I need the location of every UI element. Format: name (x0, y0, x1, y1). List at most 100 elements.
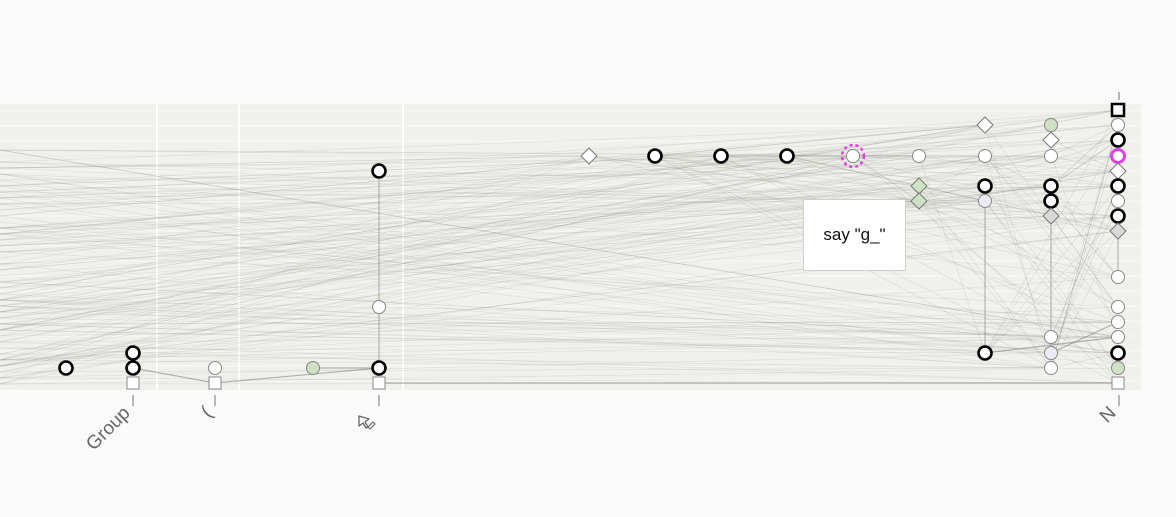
node-tooltip: say "g_" (803, 199, 906, 271)
node-circle[interactable] (1044, 149, 1058, 163)
trace-edge (0, 155, 1052, 229)
trace-edge (0, 323, 986, 354)
trace-edge (0, 299, 1052, 369)
cursor-edit-icon (358, 415, 376, 430)
node-circle[interactable] (647, 148, 663, 164)
trace-edge (0, 341, 1119, 384)
node-circle[interactable] (977, 345, 993, 361)
trace-edge (1050, 124, 1119, 187)
trace-edge (0, 321, 1119, 325)
trace-edge (0, 139, 1052, 229)
node-highlighted[interactable] (1110, 148, 1126, 164)
node-circle[interactable] (1110, 178, 1126, 194)
trace-edge (0, 124, 986, 187)
node-circle[interactable] (1111, 270, 1125, 284)
trace-edge (0, 155, 854, 169)
node-square[interactable] (1111, 376, 1125, 390)
node-circle[interactable] (1044, 330, 1058, 344)
trace-edge (0, 124, 986, 211)
trace-edge (1050, 124, 1119, 187)
node-circle[interactable] (125, 360, 141, 376)
node-circle[interactable] (978, 149, 992, 163)
trace-edge (0, 200, 920, 367)
trace-edge (654, 124, 986, 157)
node-circle[interactable] (371, 360, 387, 376)
node-circle[interactable] (125, 345, 141, 361)
trace-edge (0, 155, 1119, 199)
trace-edge (720, 139, 1052, 157)
trace-edge (0, 155, 986, 343)
trace-edge (0, 155, 722, 187)
trace-edge (0, 359, 1052, 369)
trace-edge (786, 155, 1119, 278)
node-circle[interactable] (1044, 118, 1058, 132)
node-circle[interactable] (371, 163, 387, 179)
node-circle[interactable] (846, 149, 860, 163)
node-diamond[interactable] (1042, 207, 1060, 225)
node-circle[interactable] (977, 178, 993, 194)
node-circle[interactable] (1043, 193, 1059, 209)
node-circle[interactable] (1111, 315, 1125, 329)
trace-edge (0, 200, 920, 241)
node-circle[interactable] (1111, 194, 1125, 208)
trace-edge (1050, 185, 1119, 338)
trace-edge (0, 185, 1119, 283)
node-diamond[interactable] (1042, 131, 1060, 149)
trace-edge (0, 155, 854, 271)
trace-edge (0, 185, 1119, 354)
node-diamond[interactable] (910, 192, 928, 210)
trace-edge (654, 155, 920, 202)
trace-edge (0, 233, 1119, 323)
node-circle[interactable] (713, 148, 729, 164)
trace-edge (0, 276, 1119, 361)
node-circle[interactable] (208, 361, 222, 375)
trace-edge (0, 155, 722, 187)
node-circle[interactable] (306, 361, 320, 375)
node-circle[interactable] (1044, 346, 1058, 360)
trace-edge (1050, 185, 1119, 354)
trace-edge (0, 185, 1119, 199)
node-circle[interactable] (1044, 361, 1058, 375)
node-square[interactable] (126, 376, 140, 390)
node-square[interactable] (208, 376, 222, 390)
trace-edge (0, 191, 1119, 369)
node-diamond[interactable] (976, 116, 994, 134)
node-circle[interactable] (1111, 361, 1125, 375)
node-circle[interactable] (1110, 345, 1126, 361)
node-circle[interactable] (1110, 208, 1126, 224)
node-circle[interactable] (978, 194, 992, 208)
node-circle[interactable] (1111, 118, 1125, 132)
trace-edge (0, 329, 1052, 354)
trace-edge (1050, 185, 1119, 338)
trace-edge (588, 155, 1052, 187)
trace-edge (0, 124, 1119, 235)
trace-edge (0, 149, 1119, 338)
node-circle[interactable] (372, 300, 386, 314)
trace-edge (0, 203, 1119, 354)
node-square[interactable] (1110, 102, 1126, 118)
node-square[interactable] (372, 376, 386, 390)
node-circle[interactable] (1111, 300, 1125, 314)
trace-edge (0, 173, 1052, 338)
trace-edge (0, 124, 1052, 235)
trace-edge (0, 185, 986, 247)
trace-edge (0, 221, 1119, 338)
trace-edge (0, 124, 986, 385)
trace-edge (0, 149, 1119, 338)
node-circle[interactable] (779, 148, 795, 164)
node-circle[interactable] (58, 360, 74, 376)
node-circle[interactable] (912, 149, 926, 163)
node-diamond[interactable] (1109, 222, 1127, 240)
node-circle[interactable] (1043, 178, 1059, 194)
trace-edge (0, 155, 1052, 169)
trace-edge (1050, 200, 1119, 232)
trace-edge (0, 173, 1119, 338)
node-diamond[interactable] (580, 147, 598, 165)
node-circle[interactable] (1111, 330, 1125, 344)
trace-edge (0, 124, 986, 361)
trace-edge (1050, 215, 1119, 308)
trace-edge (1050, 124, 1119, 354)
trace-edge (0, 155, 986, 319)
trace-edge (0, 377, 1119, 384)
node-circle[interactable] (1110, 132, 1126, 148)
